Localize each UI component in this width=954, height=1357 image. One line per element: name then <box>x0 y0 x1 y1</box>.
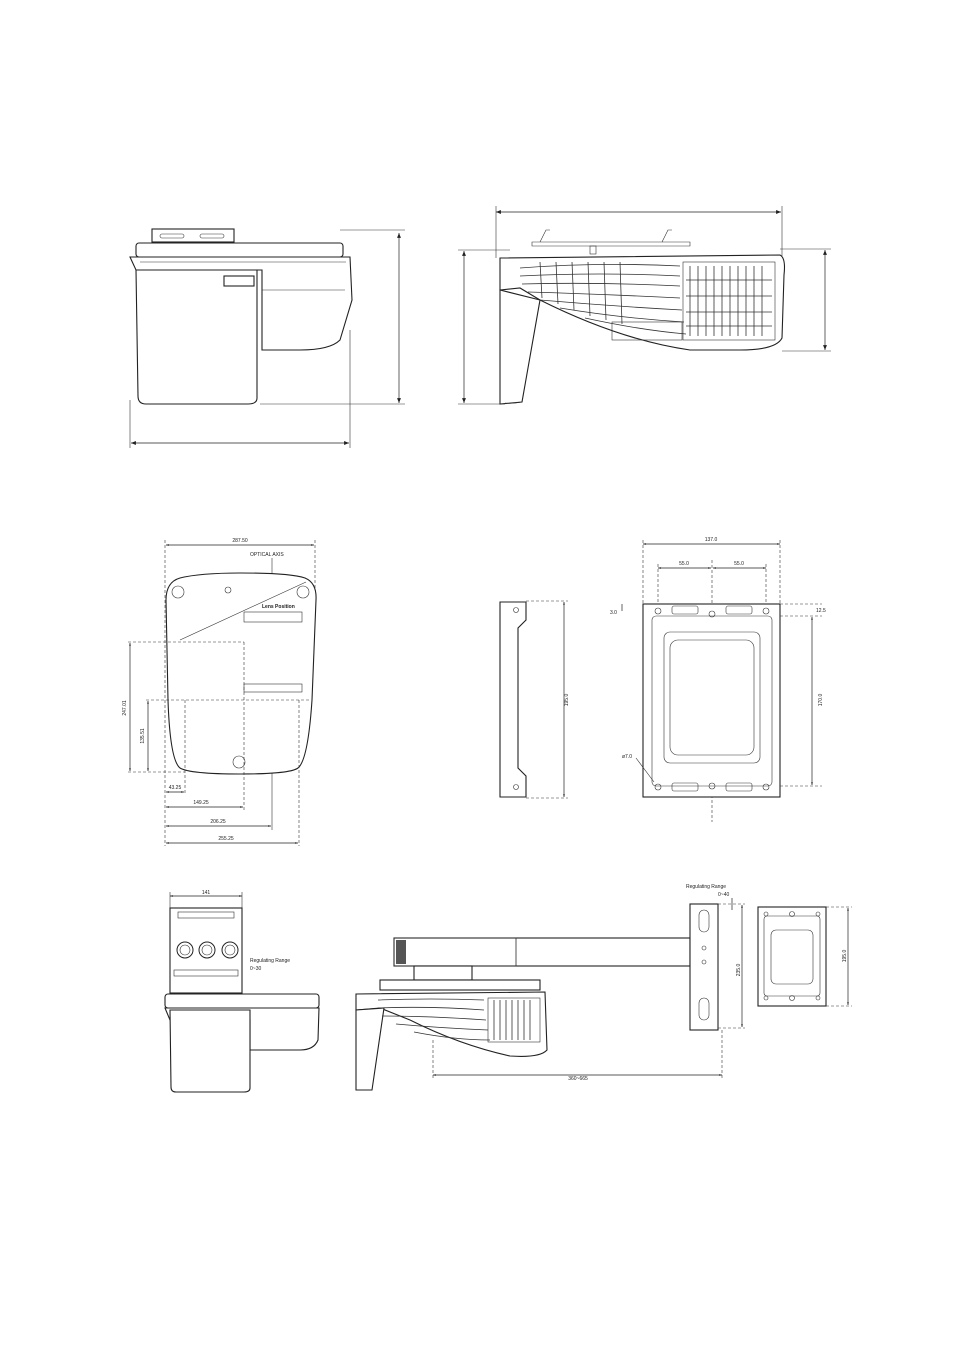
dim-x1: 43.25 <box>169 785 182 791</box>
dim-half-left: 55.0 <box>679 561 689 567</box>
regulating-range-value-2: 0~40 <box>718 892 729 898</box>
dim-top-width: 141 <box>202 890 211 896</box>
dim-slot-height: 235.0 <box>736 964 742 977</box>
wall-mount-side-view: Regulating Range 0~40 235.0 360~665 195.… <box>355 884 852 1091</box>
optical-axis-label: OPTICAL AXIS <box>250 552 284 558</box>
dim-side-height: 195.0 <box>564 694 570 707</box>
dim-width: 287.50 <box>232 538 248 544</box>
dim-plate-height: 195.0 <box>842 950 848 963</box>
dim-hole-offset: 3.0 <box>610 610 617 616</box>
dim-x3: 206.25 <box>210 819 226 825</box>
bracket-side-view: 195.0 <box>499 600 570 799</box>
dim-x2: 149.25 <box>193 800 209 806</box>
dim-height-inner: 135.51 <box>140 728 146 744</box>
dim-hole-diameter: ø7.0 <box>622 754 632 760</box>
dim-plate-inner: 170.0 <box>818 694 824 707</box>
dim-top-offset: 12.5 <box>816 608 826 614</box>
regulating-range-label-1: Regulating Range <box>250 958 290 964</box>
lens-position-label: Lens Position <box>262 604 295 610</box>
dim-x4: 255.25 <box>218 836 234 842</box>
regulating-range-value-1: 0~30 <box>250 966 261 972</box>
bracket-plate-view: 137.0 55.0 55.0 3.0 12.5 170.0 ø7.0 <box>610 537 826 822</box>
dim-height-total: 247.01 <box>122 700 128 716</box>
front-view <box>129 228 405 448</box>
dim-half-right: 55.0 <box>734 561 744 567</box>
dim-plate-width: 137.0 <box>705 537 718 543</box>
regulating-range-label-2: Regulating Range <box>686 884 726 890</box>
bottom-view: 287.50 OPTICAL AXIS Lens Position 247.01… <box>122 538 317 846</box>
dim-arm-range: 360~665 <box>568 1076 588 1082</box>
wall-mount-front-view: 141 Regulating Range 0~30 <box>164 890 320 1093</box>
side-view <box>458 206 831 405</box>
